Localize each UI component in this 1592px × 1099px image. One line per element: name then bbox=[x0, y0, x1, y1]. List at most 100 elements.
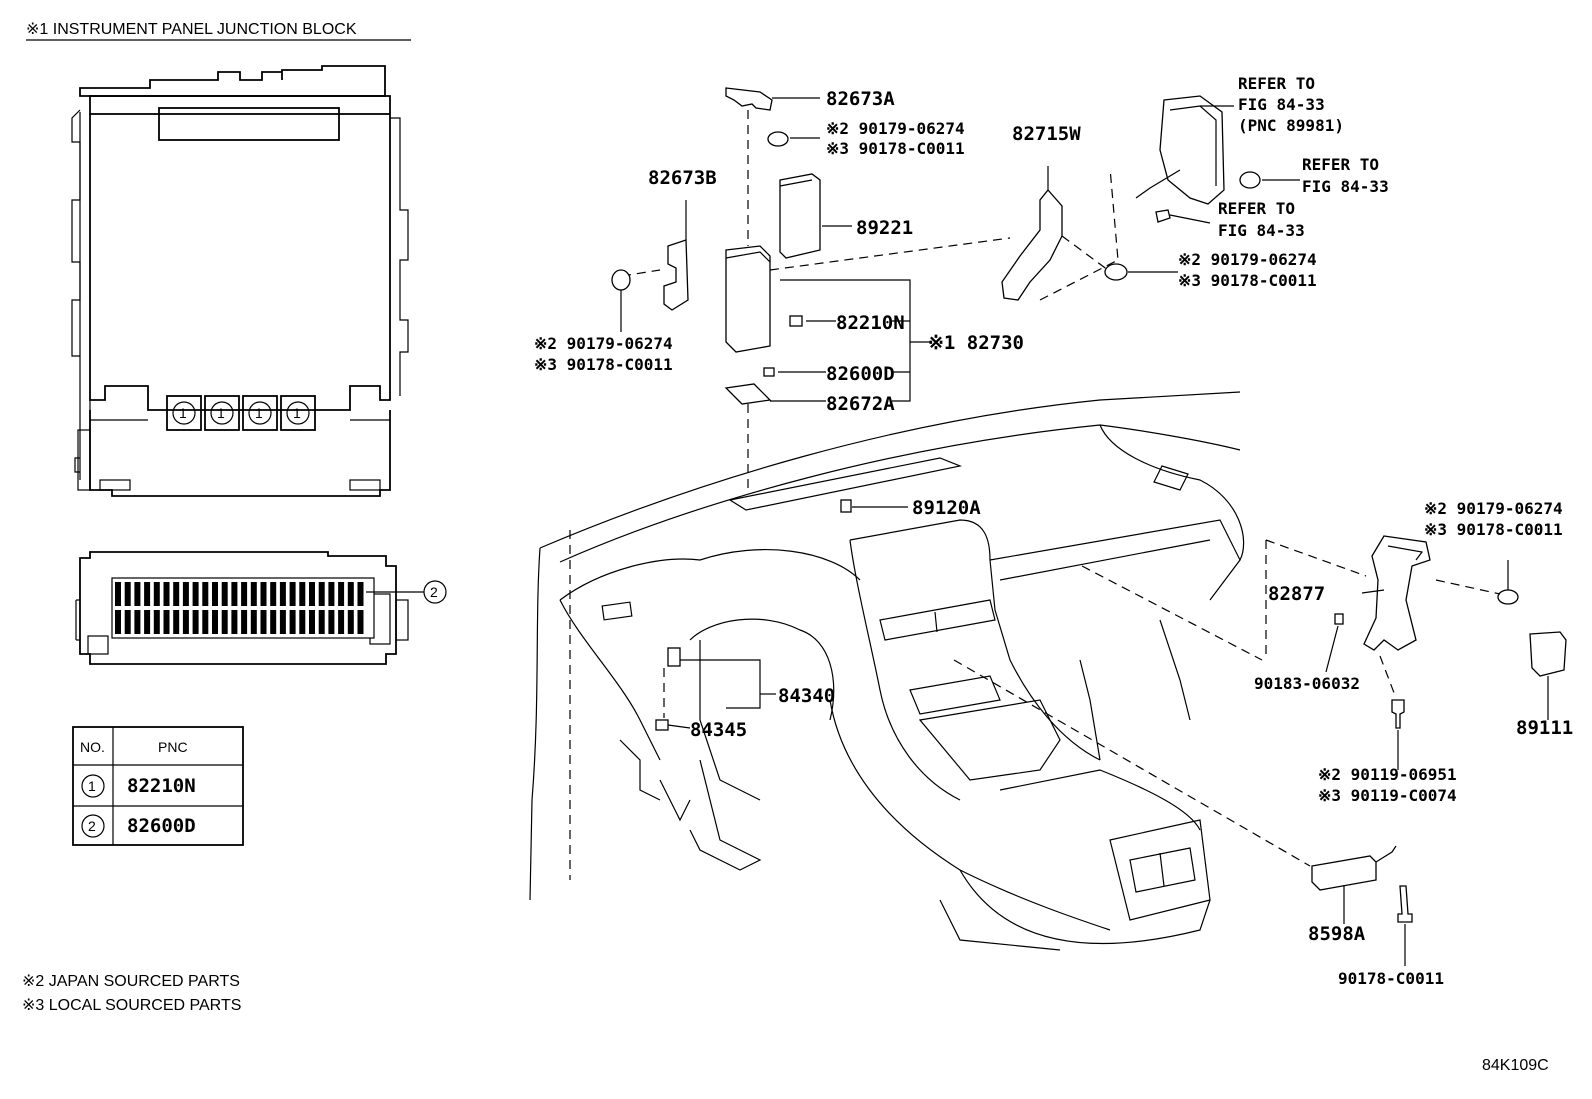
terminal-slot bbox=[270, 610, 277, 634]
pnc-row-1-no: 1 bbox=[88, 778, 96, 794]
terminal-slot bbox=[173, 610, 180, 634]
terminal-slot bbox=[221, 582, 228, 606]
terminal-slot bbox=[260, 582, 267, 606]
parts-upper-right bbox=[1001, 95, 1300, 301]
terminal-slot bbox=[173, 582, 180, 606]
terminal-slot bbox=[338, 610, 345, 634]
label-8598A: 8598A bbox=[1308, 923, 1366, 945]
terminal-slot bbox=[309, 582, 315, 606]
terminal-slot bbox=[144, 582, 151, 606]
label-82673B-local: ※3 90178-C0011 bbox=[534, 355, 673, 374]
label-refer-2a: REFER TO bbox=[1302, 155, 1379, 174]
callout-1-b: 1 bbox=[217, 405, 225, 421]
pnc-row-2-no: 2 bbox=[88, 818, 96, 834]
pnc-row-2-pnc: 82600D bbox=[127, 815, 196, 837]
junction-block-side-view: 2 bbox=[75, 551, 447, 665]
label-82715W: 82715W bbox=[1012, 123, 1081, 145]
label-refer-1c: (PNC 89981) bbox=[1238, 116, 1344, 135]
pnc-row-1-pnc: 82210N bbox=[127, 775, 196, 797]
terminal-slot bbox=[124, 582, 131, 606]
callout-2: 2 bbox=[430, 584, 438, 600]
terminal-slot bbox=[212, 582, 218, 606]
terminal-slot bbox=[289, 582, 296, 606]
terminal-slot bbox=[318, 610, 325, 634]
pnc-table-col-no: NO. bbox=[80, 739, 105, 755]
terminal-slot bbox=[338, 582, 345, 606]
label-82673B: 82673B bbox=[648, 167, 717, 189]
terminal-slot bbox=[318, 582, 325, 606]
label-82673A-local: ※3 90178-C0011 bbox=[826, 139, 965, 158]
label-82672A: 82672A bbox=[826, 393, 895, 415]
label-82877: 82877 bbox=[1268, 583, 1325, 605]
terminal-slot bbox=[202, 610, 209, 634]
note-local-sourced: ※3 LOCAL SOURCED PARTS bbox=[22, 997, 241, 1014]
terminal-slot bbox=[347, 610, 354, 634]
terminal-slot bbox=[182, 582, 189, 606]
terminal-slot bbox=[357, 610, 364, 634]
terminal-slot bbox=[144, 610, 151, 634]
label-84340: 84340 bbox=[778, 685, 835, 707]
label-89120A: 89120A bbox=[912, 497, 981, 519]
parts-right bbox=[953, 535, 1567, 966]
label-82600D: 82600D bbox=[826, 363, 895, 385]
terminal-slot bbox=[241, 610, 248, 634]
label-82730: ※1 82730 bbox=[928, 332, 1024, 354]
label-89111: 89111 bbox=[1516, 717, 1573, 739]
label-refer-3a: REFER TO bbox=[1218, 199, 1295, 218]
terminal-slot bbox=[299, 610, 306, 634]
terminal-slot bbox=[163, 582, 170, 606]
label-89221: 89221 bbox=[856, 217, 913, 239]
terminal-slot bbox=[279, 582, 286, 606]
terminal-slot bbox=[231, 610, 238, 634]
callout-1-d: 1 bbox=[293, 405, 301, 421]
terminal-slot bbox=[357, 582, 364, 606]
terminal-slot bbox=[289, 610, 296, 634]
label-82715W-japan: ※2 90179-06274 bbox=[1178, 250, 1317, 269]
terminal-slot bbox=[299, 582, 306, 606]
label-refer-1a: REFER TO bbox=[1238, 74, 1315, 93]
terminal-slot bbox=[192, 610, 199, 634]
terminal-slot bbox=[115, 582, 121, 606]
terminal-slot bbox=[241, 582, 248, 606]
terminal-slot bbox=[124, 610, 131, 634]
pnc-table: NO. PNC 1 82210N 2 82600D bbox=[72, 726, 244, 846]
terminal-slot bbox=[270, 582, 277, 606]
instrument-panel-illustration bbox=[529, 391, 1245, 951]
label-82210N: 82210N bbox=[836, 312, 905, 334]
label-82673A-japan: ※2 90179-06274 bbox=[826, 119, 965, 138]
pnc-table-col-pnc: PNC bbox=[158, 739, 188, 755]
label-82673B-japan: ※2 90179-06274 bbox=[534, 334, 673, 353]
figure-code: 84K109C bbox=[1482, 1057, 1549, 1074]
label-90183: 90183-06032 bbox=[1254, 674, 1360, 693]
terminal-slot bbox=[260, 610, 267, 634]
label-90178: 90178-C0011 bbox=[1338, 969, 1444, 988]
label-82877-japan: ※2 90179-06274 bbox=[1424, 499, 1563, 518]
label-82673A: 82673A bbox=[826, 88, 895, 110]
terminal-slot bbox=[328, 582, 335, 606]
label-refer-3b: FIG 84-33 bbox=[1218, 221, 1305, 240]
terminal-slot bbox=[134, 582, 141, 606]
junction-block-title: ※1 INSTRUMENT PANEL JUNCTION BLOCK bbox=[26, 21, 357, 38]
label-90119-local: ※3 90119-C0074 bbox=[1318, 786, 1457, 805]
callout-1-c: 1 bbox=[255, 405, 263, 421]
terminal-slot bbox=[153, 582, 160, 606]
terminal-slot bbox=[309, 610, 315, 634]
parts-dash-left bbox=[569, 530, 776, 880]
terminal-slot bbox=[192, 582, 199, 606]
terminal-slot bbox=[279, 610, 286, 634]
terminal-slot bbox=[134, 610, 141, 634]
parts-upper-center bbox=[611, 87, 1011, 490]
callout-1-a: 1 bbox=[179, 405, 187, 421]
junction-block-fuse-slots: 1 1 1 1 bbox=[166, 395, 316, 431]
terminal-slot bbox=[221, 610, 228, 634]
terminal-slot bbox=[231, 582, 238, 606]
label-refer-2b: FIG 84-33 bbox=[1302, 177, 1389, 196]
label-90119-japan: ※2 90119-06951 bbox=[1318, 765, 1457, 784]
label-84345: 84345 bbox=[690, 719, 747, 741]
terminal-slot bbox=[163, 610, 170, 634]
note-japan-sourced: ※2 JAPAN SOURCED PARTS bbox=[22, 973, 240, 990]
terminal-slot bbox=[182, 610, 189, 634]
terminal-slot bbox=[347, 582, 354, 606]
terminal-slot bbox=[202, 582, 209, 606]
